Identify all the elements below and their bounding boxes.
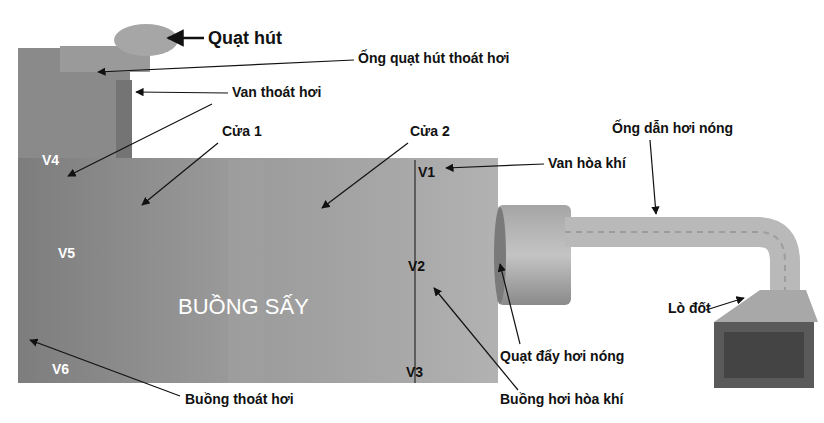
- part-label: Buồng hơi hòa khí: [500, 391, 624, 407]
- callout-number: V4: [42, 152, 59, 168]
- part-label: Cửa 1: [222, 123, 262, 139]
- part-label: Lò đốt: [668, 300, 711, 316]
- part-label: Cửa 2: [410, 123, 450, 139]
- callout-number: V6: [52, 361, 69, 377]
- callout-number: V1: [418, 164, 435, 180]
- part-label: Van thoát hơi: [232, 84, 321, 100]
- part-label: Quạt đẩy hơi nóng: [500, 348, 624, 364]
- part-label: Van hòa khí: [548, 155, 626, 171]
- fan-label: Quạt hút: [208, 28, 282, 49]
- chamber-region: BUỒNG SẤY: [130, 160, 414, 382]
- chamber-title: BUỒNG SẤY: [178, 294, 309, 319]
- callout-number: V5: [58, 245, 75, 261]
- part-label: Ống dẫn hơi nóng: [612, 120, 733, 136]
- part-label: Buồng thoát hơi: [185, 391, 294, 407]
- callout-number: V3: [406, 364, 423, 380]
- callout-number: V2: [408, 258, 425, 274]
- part-label: Ống quạt hút thoát hơi: [358, 50, 509, 66]
